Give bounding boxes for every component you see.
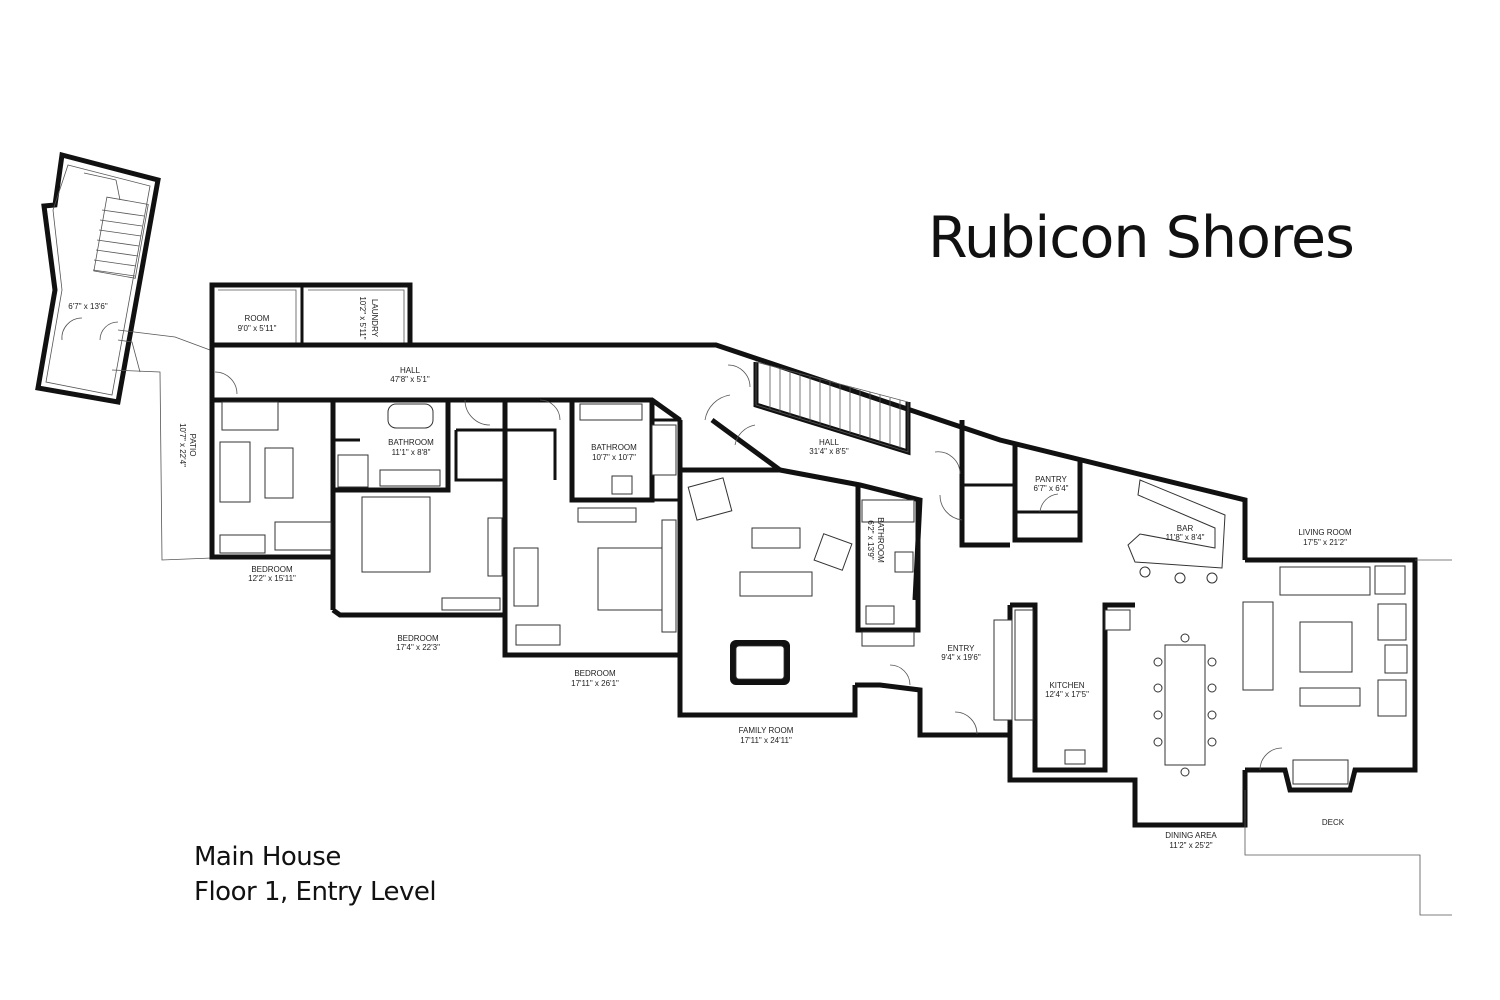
label-hall-2: HALL [819,438,840,447]
label-laundry-size: 10'2" x 5'11" [358,296,367,339]
label-bedroom-3-size: 17'11" x 26'1" [571,679,619,688]
label-bathroom-1: BATHROOM [388,438,434,447]
label-bathroom-3: BATHROOM [876,517,885,563]
label-patio-size: 10'7" x 22'4" [178,423,187,467]
label-hall-2-size: 31'4" x 8'5" [809,447,849,456]
label-room: ROOM [245,314,270,323]
door-swings [214,364,1283,771]
label-bathroom-2-size: 10'7" x 10'7" [592,453,636,462]
label-laundry: LAUNDRY [370,299,379,338]
label-entry-size: 9'4" x 19'6" [941,653,981,662]
label-bar-size: 11'8" x 8'4" [1166,533,1205,542]
label-bedroom-1: BEDROOM [251,565,293,574]
label-stair-size: 6'7" x 13'6" [68,302,108,311]
label-living-room-size: 17'5" x 21'2" [1303,538,1347,547]
label-hall-1-size: 47'8" x 5'1" [390,375,430,384]
label-bathroom-3-size: 6'2" x 13'9" [866,520,875,560]
label-family-room-size: 17'11" x 24'11" [740,736,792,745]
label-bedroom-2: BEDROOM [397,634,439,643]
label-living-room: LIVING ROOM [1298,528,1352,537]
label-bedroom-3: BEDROOM [574,669,616,678]
main-house-walls [209,282,1452,916]
label-bathroom-1-size: 11'1" x 8'8" [392,448,431,457]
label-entry: ENTRY [948,644,976,653]
caption-building: Main House [194,842,341,872]
patio-outline [111,329,213,561]
label-family-room: FAMILY ROOM [739,726,794,735]
page-title: Rubicon Shores [928,205,1355,271]
label-bar: BAR [1177,524,1194,533]
label-pantry: PANTRY [1035,475,1067,484]
room-labels: 6'7" x 13'6" ROOM 9'0" x 5'11" LAUNDRY 1… [68,296,1352,850]
furniture [219,401,1408,785]
stair-tower [35,151,161,405]
label-hall-1: HALL [400,366,421,375]
label-kitchen-size: 12'4" x 17'5" [1045,690,1089,699]
label-dining-area: DINING AREA [1165,831,1217,840]
label-bedroom-1-size: 12'2" x 15'11" [248,574,296,583]
label-bedroom-2-size: 17'4" x 22'3" [396,643,440,652]
label-deck: DECK [1322,818,1345,827]
label-pantry-size: 6'7" x 6'4" [1034,484,1069,493]
label-patio: PATIO [188,434,197,457]
caption-floor: Floor 1, Entry Level [194,877,437,907]
label-kitchen: KITCHEN [1049,681,1084,690]
label-bathroom-2: BATHROOM [591,443,637,452]
label-room-size: 9'0" x 5'11" [238,324,277,333]
label-dining-area-size: 11'2" x 25'2" [1169,841,1212,850]
